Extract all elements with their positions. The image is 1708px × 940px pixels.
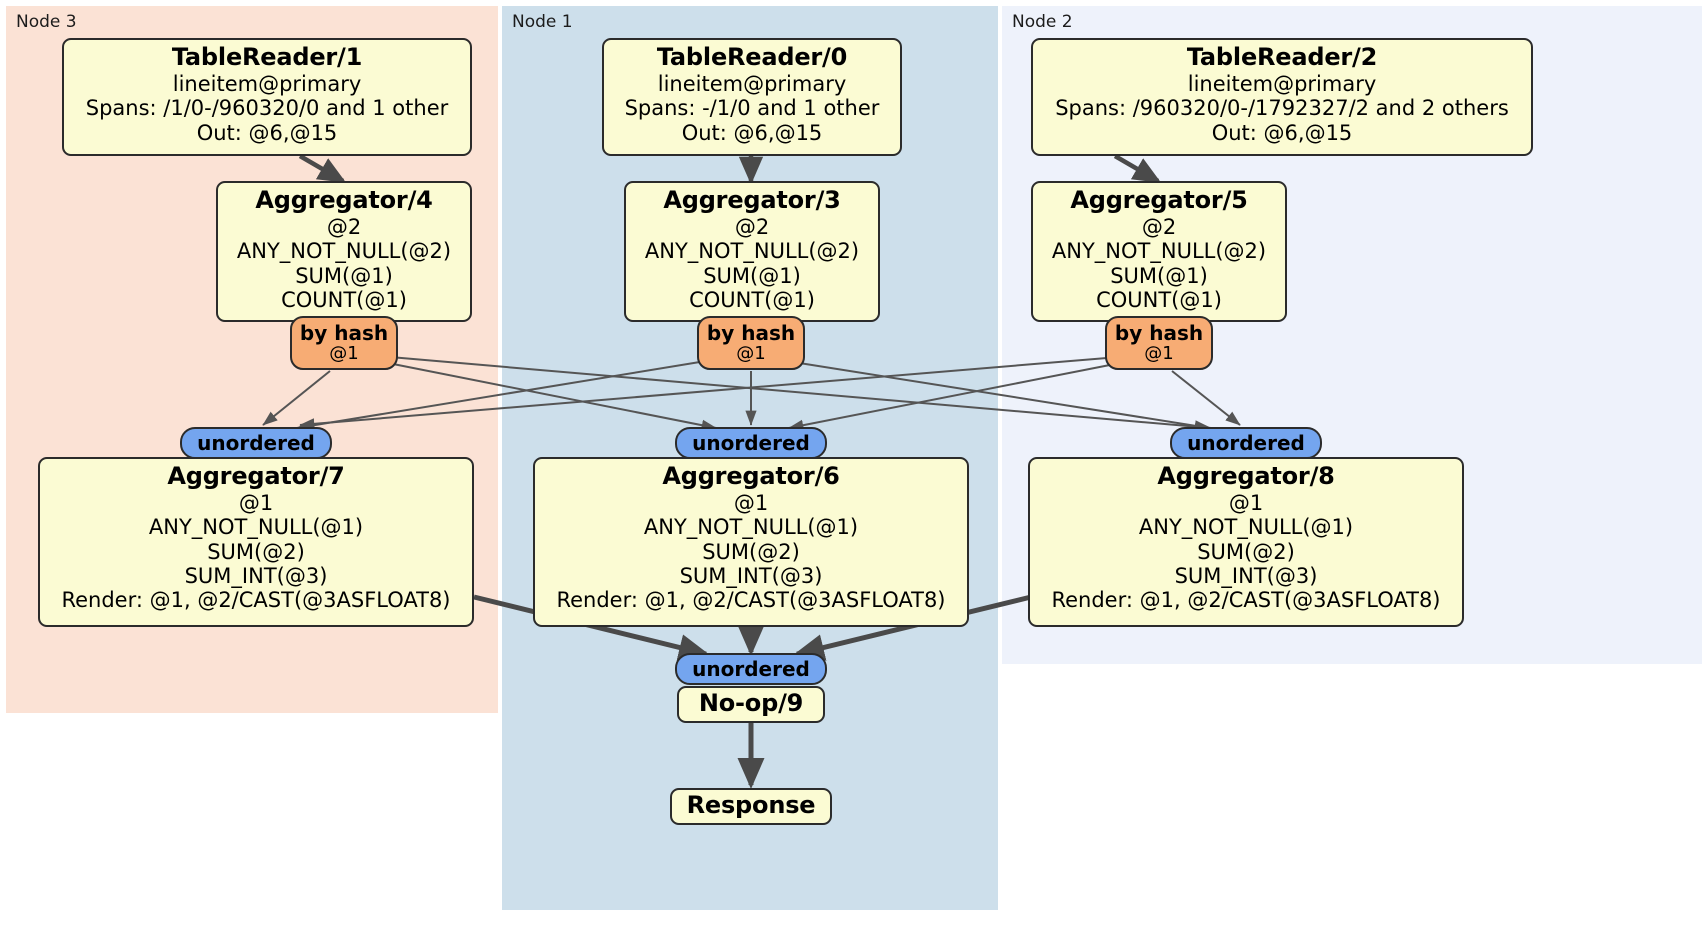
processor-detail-line: Spans: /960320/0-/1792327/2 and 2 others: [1055, 96, 1509, 121]
processor-detail-line: ANY_NOT_NULL(@2): [236, 239, 452, 264]
processor-detail-line: lineitem@primary: [1187, 71, 1377, 96]
processor-aggregator-3[interactable]: Aggregator/3 @2 ANY_NOT_NULL(@2) SUM(@1)…: [624, 181, 880, 322]
processor-table-reader-1[interactable]: TableReader/1 lineitem@primary Spans: /1…: [62, 38, 472, 156]
synchronizer-label: unordered: [692, 657, 810, 681]
router-label: by hash: [706, 321, 796, 346]
processor-detail-line: SUM_INT(@3): [679, 563, 823, 588]
processor-title: Response: [686, 791, 816, 820]
processor-title: No-op/9: [698, 689, 804, 718]
processor-title: Aggregator/4: [255, 186, 433, 214]
processor-detail-line: ANY_NOT_NULL(@1): [1138, 515, 1354, 540]
processor-detail-line: SUM(@1): [1110, 263, 1208, 288]
processor-aggregator-7[interactable]: Aggregator/7 @1 ANY_NOT_NULL(@1) SUM(@2)…: [38, 457, 474, 627]
processor-detail-line: @2: [734, 214, 770, 239]
processor-title: TableReader/0: [656, 43, 848, 71]
processor-detail-line: ANY_NOT_NULL(@2): [1051, 239, 1267, 264]
processor-detail-line: @2: [1141, 214, 1177, 239]
processor-detail-line: @2: [326, 214, 362, 239]
processor-title: Aggregator/8: [1157, 462, 1335, 490]
processor-detail-line: @1: [238, 490, 274, 515]
processor-aggregator-6[interactable]: Aggregator/6 @1 ANY_NOT_NULL(@1) SUM(@2)…: [533, 457, 969, 627]
processor-table-reader-2[interactable]: TableReader/2 lineitem@primary Spans: /9…: [1031, 38, 1533, 156]
processor-detail-line: ANY_NOT_NULL(@2): [644, 239, 860, 264]
synchronizer-label: unordered: [692, 431, 810, 455]
processor-detail-line: SUM(@2): [207, 539, 305, 564]
processor-detail-line: SUM_INT(@3): [184, 563, 328, 588]
processor-render-line: Render: @1, @2/CAST(@3ASFLOAT8): [556, 588, 946, 613]
synchronizer-label: unordered: [197, 431, 315, 455]
processor-detail-line: Out: @6,@15: [196, 120, 338, 145]
processor-detail-line: SUM(@1): [703, 263, 801, 288]
node-panel-label-node3: Node 3: [16, 12, 77, 32]
processor-title: Aggregator/7: [167, 462, 345, 490]
router-label: by hash: [299, 321, 389, 346]
processor-detail-line: SUM(@2): [1197, 539, 1295, 564]
processor-title: TableReader/1: [171, 43, 363, 71]
processor-detail-line: @1: [733, 490, 769, 515]
processor-title: TableReader/2: [1186, 43, 1378, 71]
processor-detail-line: Spans: -/1/0 and 1 other: [624, 96, 880, 121]
synchronizer-unordered-left[interactable]: unordered: [180, 427, 332, 459]
router-by-hash-center[interactable]: by hash @1: [697, 316, 805, 370]
processor-detail-line: COUNT(@1): [689, 287, 815, 312]
processor-aggregator-5[interactable]: Aggregator/5 @2 ANY_NOT_NULL(@2) SUM(@1)…: [1031, 181, 1287, 322]
router-column: @1: [329, 343, 359, 365]
processor-render-line: Render: @1, @2/CAST(@3ASFLOAT8): [1051, 588, 1441, 613]
processor-detail-line: @1: [1228, 490, 1264, 515]
router-column: @1: [736, 343, 766, 365]
processor-aggregator-4[interactable]: Aggregator/4 @2 ANY_NOT_NULL(@2) SUM(@1)…: [216, 181, 472, 322]
synchronizer-unordered-right[interactable]: unordered: [1170, 427, 1322, 459]
processor-noop-9[interactable]: No-op/9: [677, 686, 825, 723]
processor-detail-line: ANY_NOT_NULL(@1): [643, 515, 859, 540]
processor-detail-line: Spans: /1/0-/960320/0 and 1 other: [85, 96, 449, 121]
processor-detail-line: SUM_INT(@3): [1174, 563, 1318, 588]
router-column: @1: [1144, 343, 1174, 365]
processor-title: Aggregator/3: [663, 186, 841, 214]
processor-table-reader-0[interactable]: TableReader/0 lineitem@primary Spans: -/…: [602, 38, 902, 156]
router-label: by hash: [1114, 321, 1204, 346]
synchronizer-unordered-center[interactable]: unordered: [675, 427, 827, 459]
processor-aggregator-8[interactable]: Aggregator/8 @1 ANY_NOT_NULL(@1) SUM(@2)…: [1028, 457, 1464, 627]
processor-title: Aggregator/5: [1070, 186, 1248, 214]
router-by-hash-left[interactable]: by hash @1: [290, 316, 398, 370]
processor-render-line: Render: @1, @2/CAST(@3ASFLOAT8): [61, 588, 451, 613]
processor-detail-line: lineitem@primary: [657, 71, 847, 96]
processor-detail-line: lineitem@primary: [172, 71, 362, 96]
synchronizer-label: unordered: [1187, 431, 1305, 455]
processor-detail-line: SUM(@2): [702, 539, 800, 564]
processor-detail-line: Out: @6,@15: [1211, 120, 1353, 145]
router-by-hash-right[interactable]: by hash @1: [1105, 316, 1213, 370]
node-panel-label-node1: Node 1: [512, 12, 573, 32]
processor-detail-line: COUNT(@1): [281, 287, 407, 312]
processor-detail-line: Out: @6,@15: [681, 120, 823, 145]
processor-response[interactable]: Response: [670, 788, 832, 825]
processor-detail-line: COUNT(@1): [1096, 287, 1222, 312]
node-panel-label-node2: Node 2: [1012, 12, 1073, 32]
synchronizer-unordered-final[interactable]: unordered: [675, 653, 827, 685]
processor-detail-line: SUM(@1): [295, 263, 393, 288]
processor-title: Aggregator/6: [662, 462, 840, 490]
processor-detail-line: ANY_NOT_NULL(@1): [148, 515, 364, 540]
